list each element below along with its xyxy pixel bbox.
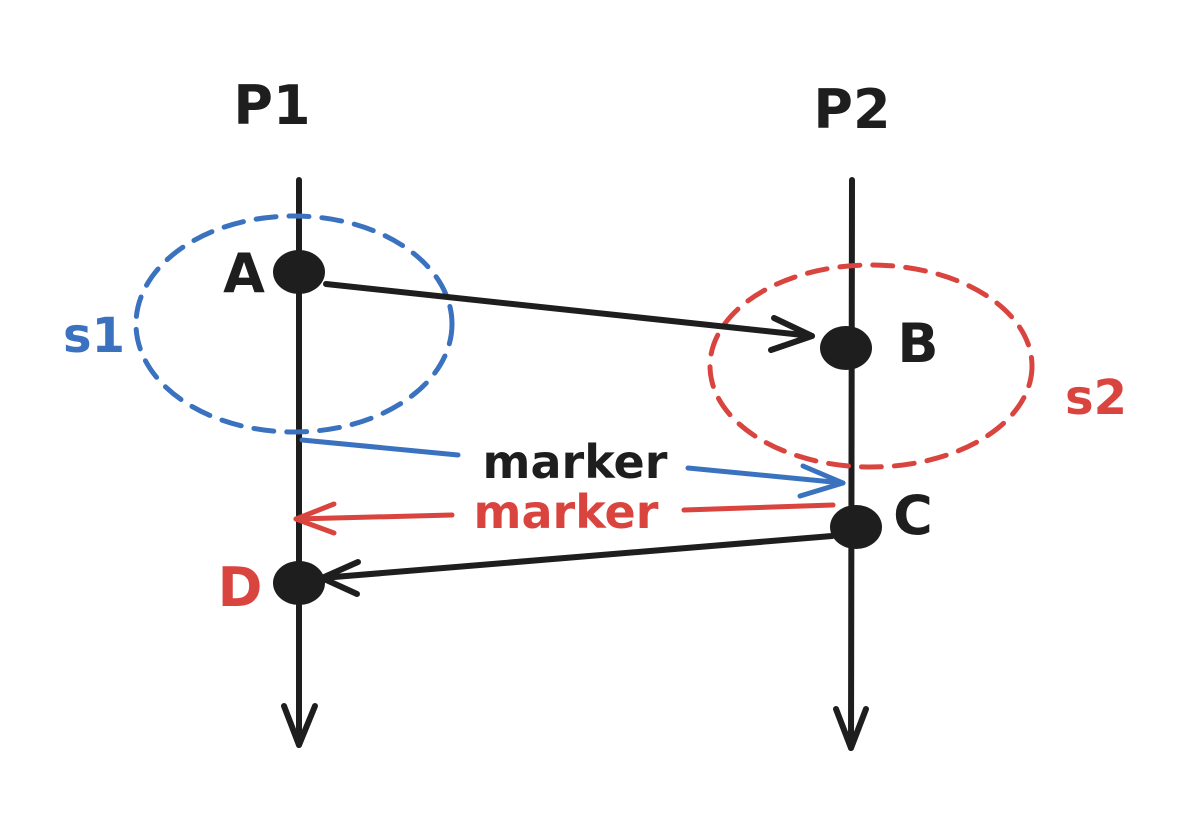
marker-blue-arrowhead <box>797 463 846 499</box>
process-label-p1: P1 <box>233 74 310 137</box>
marker-red-line-left <box>293 512 455 522</box>
marker-blue-label: marker <box>483 435 668 489</box>
timeline-p2-arrowhead <box>833 706 869 751</box>
event-a-dot <box>273 250 325 294</box>
event-b-dot <box>820 326 872 370</box>
marker-red-line-right <box>681 502 836 513</box>
event-c-label: C <box>893 484 933 547</box>
snapshot-s2-label: s2 <box>1065 370 1127 426</box>
snapshot-s2-boundary <box>707 262 1035 470</box>
event-b-label: B <box>897 312 938 375</box>
marker-red-arrowhead <box>293 501 337 536</box>
message-a-to-b <box>323 281 815 339</box>
event-a-label: A <box>223 242 265 305</box>
timeline-p2 <box>848 177 855 751</box>
message-a-to-b-arrowhead <box>768 315 815 353</box>
marker-red-label: marker <box>474 485 659 539</box>
snapshot-s1-boundary <box>133 213 455 435</box>
marker-blue-line-left <box>299 437 461 458</box>
message-c-to-d <box>319 533 835 581</box>
timeline-p1-arrowhead <box>281 703 318 748</box>
snapshot-s1-label: s1 <box>63 308 125 364</box>
marker-blue-line-right <box>685 465 846 486</box>
event-d-label: D <box>218 556 263 619</box>
event-d-dot <box>273 561 325 605</box>
process-label-p2: P2 <box>813 78 890 141</box>
event-c-dot <box>830 505 882 549</box>
